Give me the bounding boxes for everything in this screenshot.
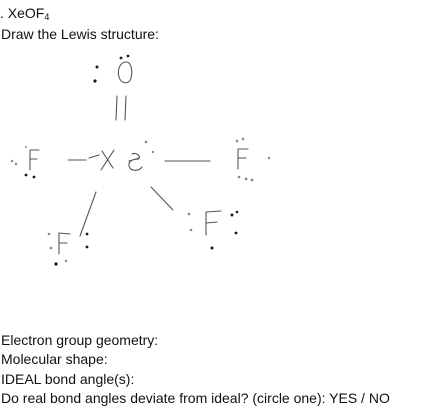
question-ideal-bond-angles: IDEAL bond angle(s): (1, 371, 135, 387)
formula-subscript: 4 (44, 12, 50, 22)
question-electron-group-geometry: Electron group geometry: (1, 332, 159, 348)
formula-main: XeOF (7, 5, 45, 21)
instruction-text: Draw the Lewis structure: (1, 26, 159, 42)
fluorine-left-sketch (10, 146, 100, 179)
fluorine-right-sketch (164, 137, 271, 182)
double-bond-sketch (115, 95, 127, 121)
xenon-atom-sketch (100, 140, 155, 171)
fluorine-lower-left-sketch (47, 191, 97, 266)
oxygen-atom-sketch (93, 54, 133, 84)
lewis-structure-drawing (10, 54, 271, 266)
question-formula: . XeOF4 (0, 5, 49, 25)
question-number-prefix: . (0, 5, 4, 21)
question-molecular-shape: Molecular shape: (1, 351, 108, 367)
fluorine-lower-right-sketch (150, 186, 239, 250)
question-real-bond-angles-deviation: Do real bond angles deviate from ideal? … (1, 390, 390, 406)
